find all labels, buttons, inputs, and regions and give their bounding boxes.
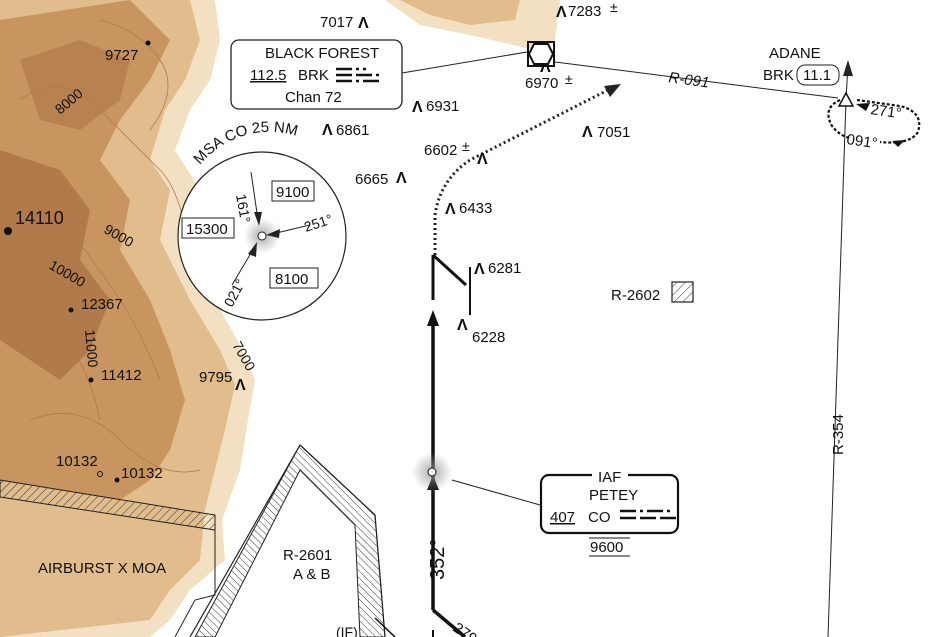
svg-text:6665: 6665	[355, 171, 388, 188]
svg-text:7283: 7283	[568, 3, 601, 20]
radial-r091-label: R-091	[667, 69, 710, 92]
svg-text:407: 407	[550, 509, 575, 526]
svg-text:6433: 6433	[459, 200, 492, 217]
radial-r091-line	[554, 61, 839, 99]
terrain-deep-2	[20, 40, 130, 130]
iaf-info-box[interactable]: IAF PETEY 407 CO	[539, 466, 680, 535]
svg-text:Λ: Λ	[457, 317, 468, 334]
svg-text:Λ: Λ	[474, 261, 485, 278]
fix-adane[interactable]: ADANE BRK 11.1	[763, 45, 855, 107]
svg-text:±: ±	[565, 71, 573, 87]
svg-text:Λ: Λ	[396, 170, 407, 187]
svg-text:Λ: Λ	[235, 377, 246, 394]
svg-text:Chan 72: Chan 72	[285, 89, 342, 106]
course-352-label: 352°	[427, 539, 449, 580]
restricted-area-r2602-label: R-2602	[611, 287, 660, 304]
svg-text:14110: 14110	[15, 208, 64, 228]
svg-text:6602: 6602	[424, 142, 457, 159]
svg-text:CO: CO	[588, 509, 611, 526]
svg-text:8100: 8100	[275, 271, 308, 288]
svg-text:Λ: Λ	[322, 122, 333, 139]
restricted-area-r2601-label: R-2601	[283, 547, 332, 564]
svg-text:7017: 7017	[320, 14, 353, 31]
svg-text:BRK: BRK	[298, 67, 329, 84]
svg-text:11412: 11412	[101, 367, 142, 384]
svg-text:9727: 9727	[105, 47, 138, 64]
holding-pattern: 271° 091°	[827, 98, 921, 152]
svg-text:±: ±	[610, 0, 618, 15]
restricted-area-r2602	[671, 281, 694, 303]
fix-adane-name: ADANE	[769, 45, 821, 62]
missed-approach-path	[433, 84, 621, 255]
svg-text:PETEY: PETEY	[589, 487, 638, 504]
svg-text:Λ: Λ	[358, 15, 369, 32]
svg-text:11.1: 11.1	[803, 67, 831, 84]
iaf-min-altitude: 9600	[590, 539, 623, 556]
svg-text:12367: 12367	[81, 296, 123, 313]
svg-text:112.5: 112.5	[250, 67, 286, 84]
svg-text:271°: 271°	[869, 101, 902, 122]
if-feeder	[374, 617, 396, 637]
terrain-spot-heights: 9727 14110 12367 11412 10132 10132	[4, 40, 163, 483]
terrain-dark	[0, 0, 185, 500]
terrain-deep	[0, 150, 110, 380]
svg-text:9795: 9795	[199, 369, 232, 386]
morse-code-icon	[336, 67, 379, 83]
svg-text:IAF: IAF	[598, 469, 621, 486]
moa-boundary	[0, 479, 216, 637]
obstacle-7017: 7017 Λ	[320, 14, 369, 32]
svg-text:6281: 6281	[488, 260, 521, 277]
svg-text:Λ: Λ	[477, 151, 488, 168]
svg-text:9100: 9100	[276, 184, 309, 201]
morse-code-icon	[620, 509, 676, 520]
svg-text:7051: 7051	[597, 124, 630, 141]
svg-text:161°: 161°	[233, 193, 254, 224]
terrain-mid-topright	[400, 0, 520, 25]
restricted-area-r2601-sub: A & B	[293, 566, 331, 583]
svg-text:±: ±	[462, 138, 470, 154]
msa-circle: MSA CO 25 NM 161° 251° 021° 9100 15300 8…	[177, 119, 347, 321]
svg-text:6861: 6861	[336, 122, 369, 139]
svg-text:6228: 6228	[472, 329, 505, 346]
svg-text:BRK: BRK	[763, 67, 794, 84]
svg-text:10132: 10132	[121, 465, 163, 482]
svg-text:6931: 6931	[426, 98, 459, 115]
obstacle-6602: 6602 ± Λ	[424, 138, 488, 168]
svg-text:10132: 10132	[56, 453, 98, 470]
terrain-relief	[0, 0, 560, 637]
svg-text:15300: 15300	[186, 221, 228, 238]
svg-text:Λ: Λ	[556, 4, 567, 21]
svg-text:091°: 091°	[845, 131, 878, 152]
vor-info-box-black-forest[interactable]: BLACK FOREST 112.5 BRK Chan 72	[230, 39, 403, 110]
radial-r354-label: R-354	[830, 414, 847, 455]
svg-text:Λ: Λ	[540, 59, 551, 76]
svg-text:Λ: Λ	[445, 201, 456, 218]
moa-label: AIRBURST X MOA	[38, 560, 166, 577]
svg-text:BLACK FOREST: BLACK FOREST	[265, 45, 379, 62]
restricted-area-r2601	[189, 444, 386, 637]
if-label: (IF)	[336, 624, 358, 637]
obstacle-6665: 6665 Λ	[355, 170, 407, 188]
svg-text:Λ: Λ	[412, 99, 423, 116]
svg-text:Λ: Λ	[582, 124, 593, 141]
svg-text:11000: 11000	[82, 329, 101, 368]
waypoint-triangle-icon	[837, 91, 855, 107]
svg-text:6970: 6970	[525, 75, 558, 92]
vortac-icon[interactable]	[527, 41, 555, 67]
course-279-label: 279	[450, 619, 480, 637]
iaf-petey-fix[interactable]	[412, 452, 452, 492]
